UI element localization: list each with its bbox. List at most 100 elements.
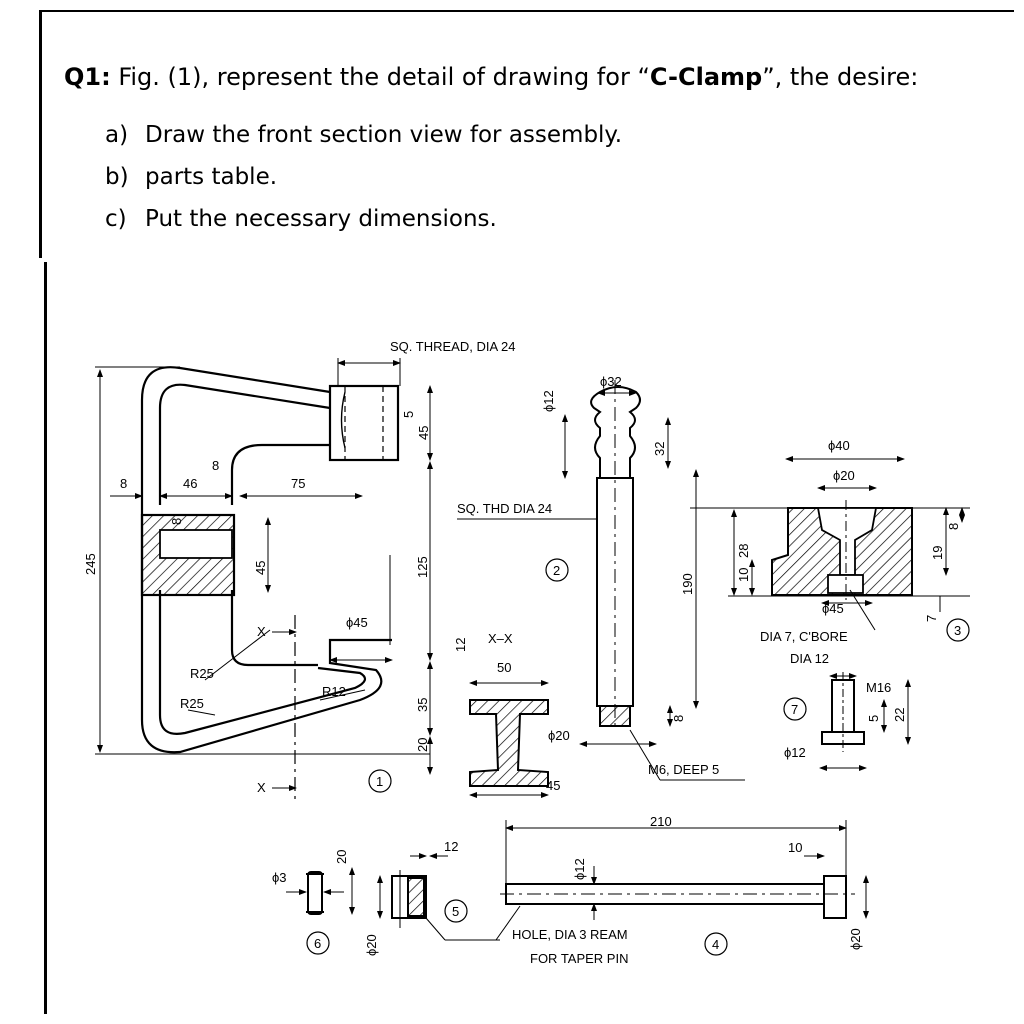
dim-8-pad: 8 bbox=[946, 523, 961, 530]
dim-20-pin: 20 bbox=[334, 850, 349, 864]
dim-75: 75 bbox=[291, 476, 305, 491]
pin-labels: ϕ3 20 6 bbox=[272, 850, 349, 955]
screw-dimensions bbox=[457, 390, 745, 781]
pad-part bbox=[771, 500, 913, 600]
label-x-bottom: X bbox=[257, 780, 266, 795]
frame-outer-outline bbox=[140, 366, 392, 754]
screw-labels: ϕ12 ϕ32 32 SQ. THD DIA 24 2 190 28 8 ϕ20… bbox=[457, 374, 751, 777]
question-heading: Q1: Fig. (1), represent the detail of dr… bbox=[64, 60, 1004, 94]
label-sq-thd: SQ. THD DIA 24 bbox=[457, 501, 552, 516]
frame-inner-outline bbox=[158, 383, 367, 735]
dim-8-web: 8 bbox=[169, 518, 184, 525]
dim-32: 32 bbox=[652, 442, 667, 456]
screw-part bbox=[590, 380, 641, 730]
part-number-circle bbox=[444, 899, 468, 923]
dim-50: 50 bbox=[497, 660, 511, 675]
part-number-circle bbox=[946, 618, 970, 642]
part-number-6: 6 bbox=[314, 936, 321, 951]
dim-210: 210 bbox=[650, 814, 672, 829]
part-number-5: 5 bbox=[452, 904, 459, 919]
section-xx: X–X 50 45 bbox=[469, 631, 560, 798]
dim-phi12-screw: ϕ12 bbox=[784, 745, 806, 760]
dim-phi3: ϕ3 bbox=[272, 870, 287, 885]
question-number: Q1: bbox=[64, 63, 111, 91]
frame-boss bbox=[328, 384, 400, 462]
label-taper: FOR TAPER PIN bbox=[530, 951, 628, 966]
dim-7: 7 bbox=[924, 615, 939, 622]
label-dia12: DIA 12 bbox=[790, 651, 829, 666]
part-number-1: 1 bbox=[376, 774, 383, 789]
small-screw-dims bbox=[819, 673, 911, 771]
dim-46: 46 bbox=[183, 476, 197, 491]
dim-190: 190 bbox=[680, 573, 695, 595]
dim-45-section: 45 bbox=[546, 778, 560, 793]
dim-12-cap: 12 bbox=[444, 839, 458, 854]
pin-dims bbox=[286, 867, 355, 915]
part-number-circle bbox=[545, 558, 569, 582]
dim-12: 12 bbox=[453, 638, 468, 652]
frame-labels: SQ. THREAD, DIA 24 245 8 46 8 75 8 45 5 … bbox=[83, 339, 515, 795]
dim-22: 22 bbox=[892, 708, 907, 722]
dim-m16: M16 bbox=[866, 680, 891, 695]
part-name: C-Clamp bbox=[649, 63, 763, 91]
pad-labels: ϕ40 ϕ20 8 19 10 7 ϕ45 DIA 7, C'BORE DIA … bbox=[736, 438, 970, 666]
dim-8: 8 bbox=[120, 476, 127, 491]
part-number-circle bbox=[306, 931, 330, 955]
left-margin-line-top bbox=[39, 10, 42, 258]
frame-inner-loop bbox=[230, 443, 330, 667]
label-m6: M6, DEEP 5 bbox=[648, 762, 719, 777]
pad-dimensions bbox=[690, 456, 970, 631]
dim-10-pad: 10 bbox=[736, 568, 751, 582]
task-label: a) bbox=[105, 122, 129, 148]
small-screw-labels: M16 5 22 ϕ12 7 bbox=[783, 680, 907, 760]
part-number-7: 7 bbox=[791, 702, 798, 717]
dim-20: 20 bbox=[415, 738, 430, 752]
question-text-before: Fig. (1), represent the detail of drawin… bbox=[110, 63, 650, 91]
dim-5: 5 bbox=[401, 411, 416, 418]
dim-r25-b: R25 bbox=[180, 696, 204, 711]
dim-r25-a: R25 bbox=[190, 666, 214, 681]
dim-5-screw: 5 bbox=[866, 715, 881, 722]
dim-phi20-screw: ϕ20 bbox=[548, 728, 570, 743]
dim-phi20-bar: ϕ20 bbox=[848, 928, 863, 950]
dim-phi20-pad: ϕ20 bbox=[833, 468, 855, 483]
dim-phi32: ϕ32 bbox=[600, 374, 622, 389]
section-title: X–X bbox=[488, 631, 513, 646]
dim-125: 125 bbox=[415, 556, 430, 578]
dim-phi45-pad: ϕ45 bbox=[822, 601, 844, 616]
dim-phi40: ϕ40 bbox=[828, 438, 850, 453]
label-hole: HOLE, DIA 3 REAM bbox=[512, 927, 628, 942]
end-cap-part bbox=[391, 870, 427, 928]
dim-phi45: ϕ45 bbox=[346, 615, 368, 630]
task-text: Draw the front section view for assembly… bbox=[145, 122, 623, 148]
task-text: Put the necessary dimensions. bbox=[145, 206, 497, 232]
frame-dimensions bbox=[95, 358, 433, 791]
dim-19: 19 bbox=[930, 546, 945, 560]
left-margin-line-bottom bbox=[44, 262, 47, 1014]
dim-8-screw: 8 bbox=[671, 715, 686, 722]
task-item: a) Draw the front section view for assemb… bbox=[105, 118, 622, 160]
tommy-bar-labels: 210 10 ϕ12 ϕ20 HOLE, DIA 3 REAM FOR TAPE… bbox=[512, 814, 863, 966]
part-number-4: 4 bbox=[712, 937, 719, 952]
task-text: parts table. bbox=[145, 164, 278, 190]
dim-r12: R12 bbox=[322, 684, 346, 699]
end-cap-dims bbox=[377, 853, 500, 941]
top-rule bbox=[42, 10, 1014, 12]
dim-35: 35 bbox=[415, 698, 430, 712]
part-number-circle bbox=[368, 769, 392, 793]
task-item: b) parts table. bbox=[105, 160, 622, 202]
label-dia7: DIA 7, C'BORE bbox=[760, 629, 848, 644]
dim-10-bar: 10 bbox=[788, 840, 802, 855]
dim-phi12: ϕ12 bbox=[541, 390, 556, 412]
part-number-circle bbox=[783, 697, 807, 721]
dim-28: 28 bbox=[736, 544, 751, 558]
small-screw-part bbox=[821, 672, 865, 752]
end-cap-labels: 12 ϕ20 5 bbox=[364, 839, 468, 956]
frame-part bbox=[140, 366, 400, 800]
part-number-2: 2 bbox=[553, 563, 560, 578]
dim-45-boss: 45 bbox=[416, 426, 431, 440]
label-sq-thread: SQ. THREAD, DIA 24 bbox=[390, 339, 515, 354]
task-item: c)Put the necessary dimensions. bbox=[105, 202, 622, 244]
task-label: b) bbox=[105, 164, 129, 190]
